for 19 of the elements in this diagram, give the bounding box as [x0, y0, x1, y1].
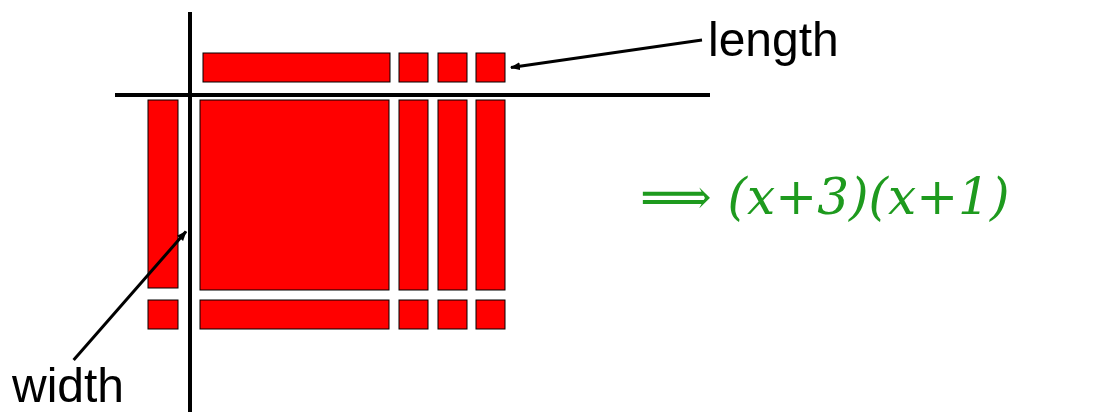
- leader-line: [72, 230, 188, 361]
- algebra-tile: [202, 52, 391, 83]
- algebra-tile: [398, 299, 429, 330]
- algebra-tile: [475, 99, 506, 291]
- algebra-tile: [147, 99, 179, 289]
- algebra-tile: [437, 52, 468, 83]
- label-text: length: [708, 16, 839, 64]
- algebra-tile: [475, 52, 506, 83]
- algebra-tile: [199, 99, 390, 291]
- handwritten-equation: ⟹ (x+3)(x+1): [640, 172, 1010, 222]
- algebra-tile: [437, 299, 468, 330]
- algebra-tile: [437, 99, 468, 291]
- label-text: width: [12, 362, 125, 410]
- algebra-tile: [199, 299, 390, 330]
- algebra-tile: [475, 299, 506, 330]
- algebra-tile: [398, 99, 429, 291]
- algebra-tile: [147, 299, 179, 330]
- algebra-tile: [398, 52, 429, 83]
- leader-line: [510, 38, 703, 71]
